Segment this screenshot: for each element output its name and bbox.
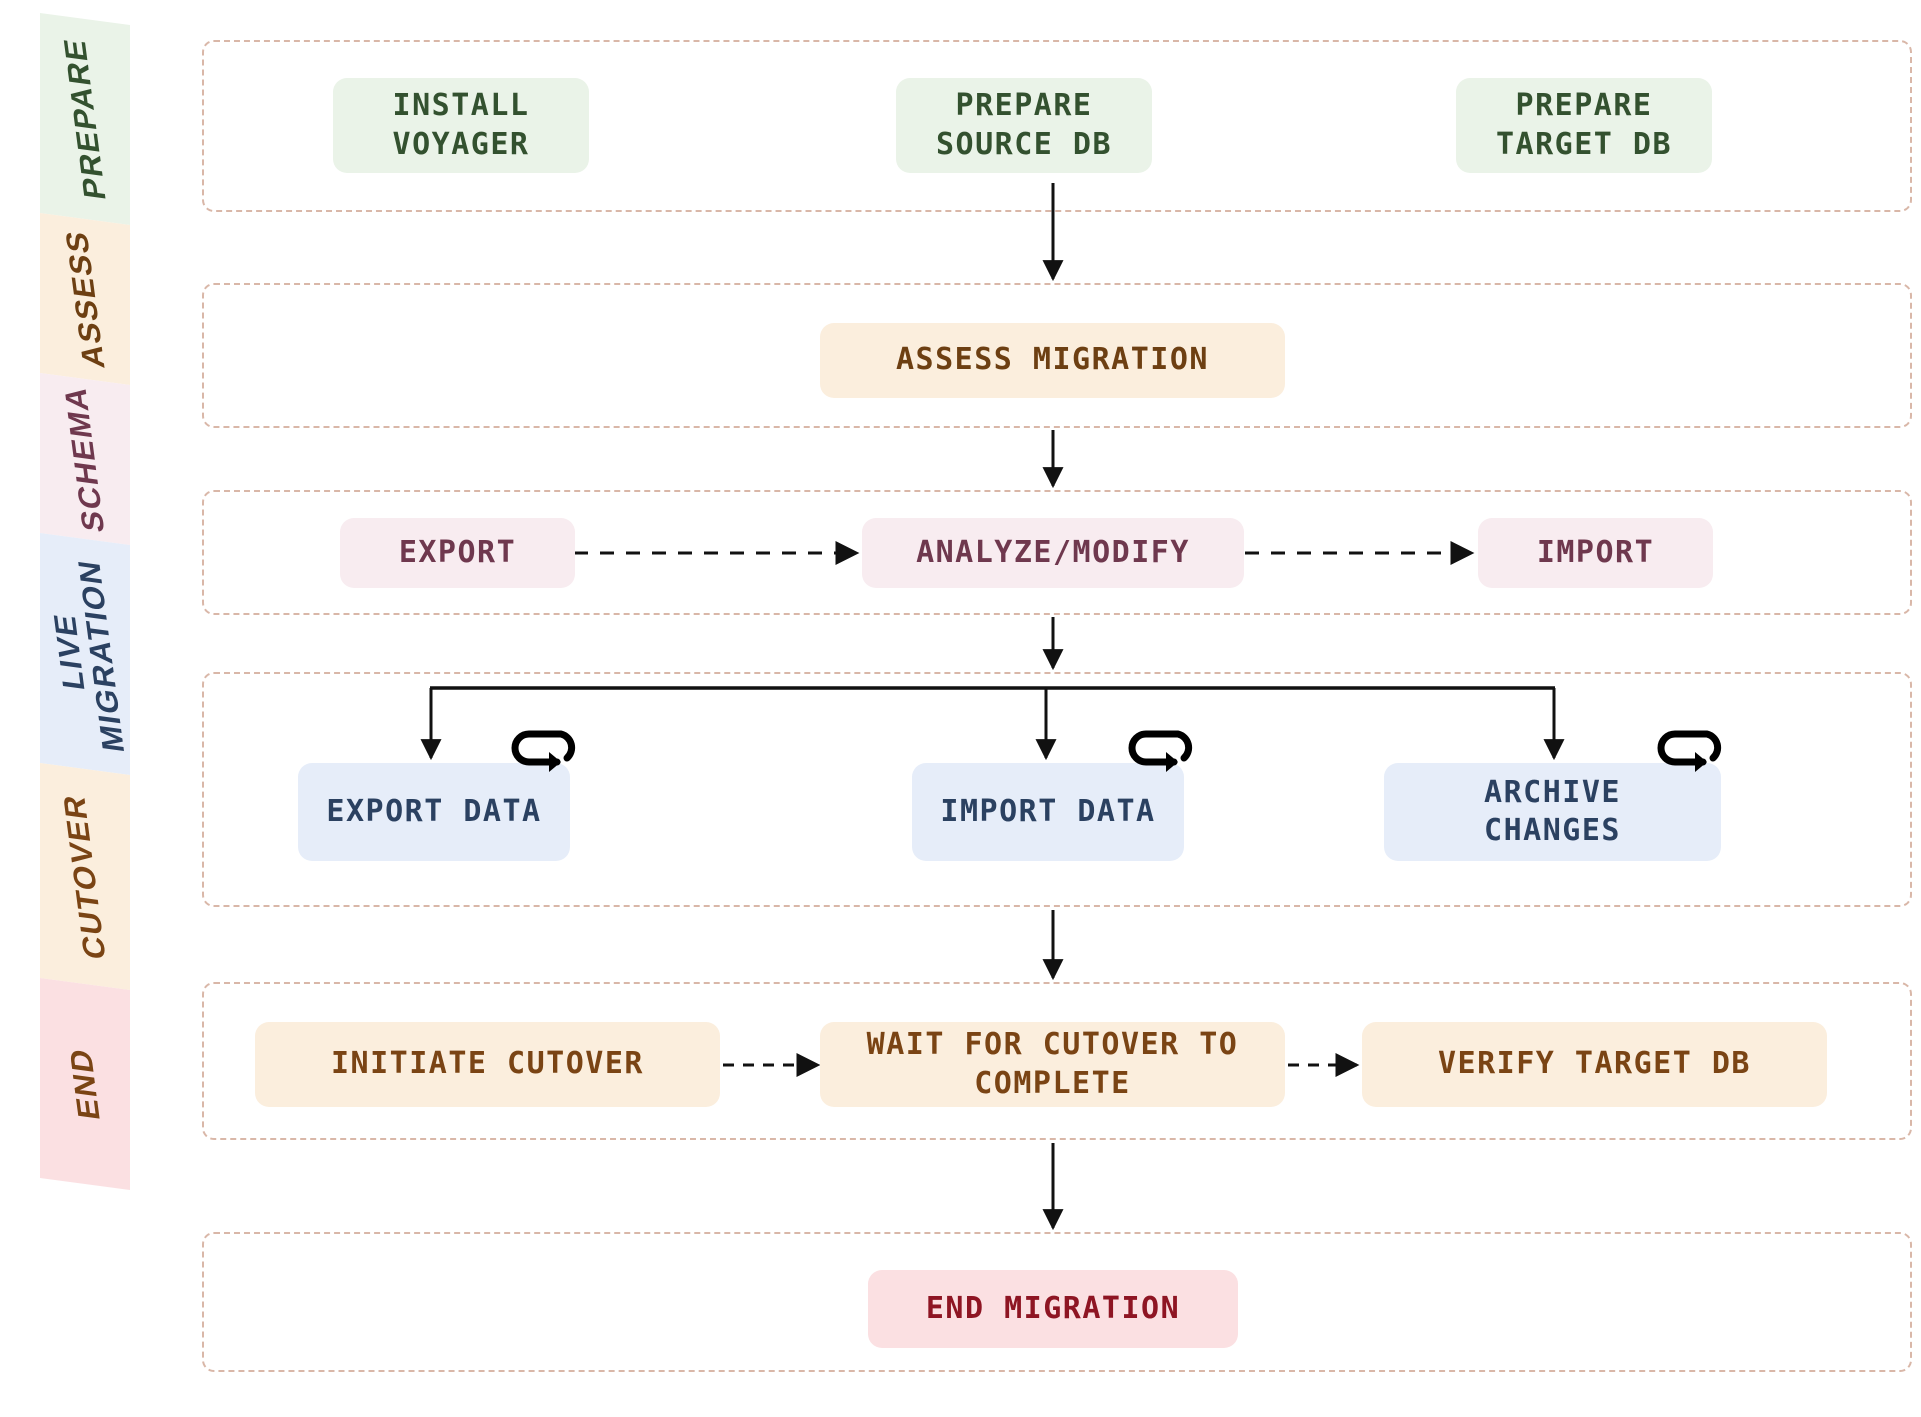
row-container-schema bbox=[202, 490, 1912, 615]
stage-band-end: END bbox=[40, 978, 130, 1191]
node-wait-for-cutover[interactable]: WAIT FOR CUTOVER TO COMPLETE bbox=[820, 1022, 1285, 1107]
row-container-live-migration bbox=[202, 672, 1912, 907]
loop-icon-import-data bbox=[1128, 722, 1198, 784]
row-container-cutover bbox=[202, 982, 1912, 1140]
node-schema-analyze-modify[interactable]: ANALYZE/MODIFY bbox=[862, 518, 1244, 588]
stage-rail: PREPARE ASSESS SCHEMA LIVE MIGRATION CUT… bbox=[40, 0, 131, 1417]
stage-band-prepare: PREPARE bbox=[40, 13, 130, 226]
node-schema-export[interactable]: EXPORT bbox=[340, 518, 575, 588]
node-initiate-cutover[interactable]: INITIATE CUTOVER bbox=[255, 1022, 720, 1107]
stage-band-live-migration: LIVE MIGRATION bbox=[40, 533, 131, 776]
row-container-end bbox=[202, 1232, 1912, 1372]
stage-label-schema: SCHEMA bbox=[57, 383, 112, 535]
node-prepare-target-db[interactable]: PREPARE TARGET DB bbox=[1456, 78, 1712, 173]
stage-band-schema: SCHEMA bbox=[40, 373, 130, 546]
row-container-assess bbox=[202, 283, 1912, 428]
loop-icon-archive-changes bbox=[1657, 722, 1727, 784]
node-archive-changes[interactable]: ARCHIVE CHANGES bbox=[1384, 763, 1721, 861]
stage-band-assess: ASSESS bbox=[40, 213, 130, 386]
node-end-migration[interactable]: END MIGRATION bbox=[868, 1270, 1238, 1348]
node-schema-import[interactable]: IMPORT bbox=[1478, 518, 1713, 588]
loop-icon-export-data bbox=[511, 722, 581, 784]
stage-band-cutover: CUTOVER bbox=[40, 763, 130, 991]
node-assess-migration[interactable]: ASSESS MIGRATION bbox=[820, 323, 1285, 398]
node-prepare-source-db[interactable]: PREPARE SOURCE DB bbox=[896, 78, 1152, 173]
stage-label-assess: ASSESS bbox=[58, 228, 112, 370]
node-export-data[interactable]: EXPORT DATA bbox=[298, 763, 570, 861]
stage-label-end: END bbox=[62, 1046, 107, 1122]
row-container-prepare bbox=[202, 40, 1912, 212]
stage-label-live-migration: LIVE MIGRATION bbox=[46, 557, 131, 755]
stage-label-prepare: PREPARE bbox=[56, 36, 113, 202]
stage-label-cutover: CUTOVER bbox=[56, 791, 113, 961]
node-install-voyager[interactable]: INSTALL VOYAGER bbox=[333, 78, 589, 173]
node-import-data[interactable]: IMPORT DATA bbox=[912, 763, 1184, 861]
node-verify-target-db[interactable]: VERIFY TARGET DB bbox=[1362, 1022, 1827, 1107]
